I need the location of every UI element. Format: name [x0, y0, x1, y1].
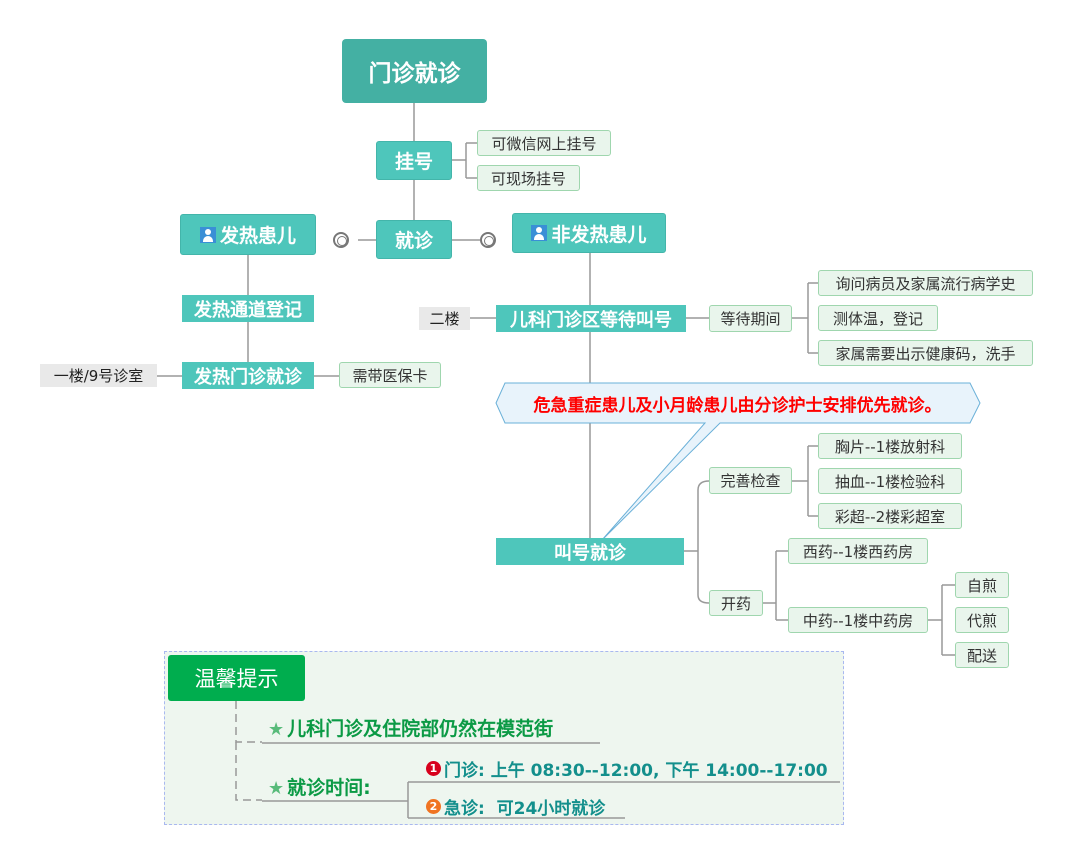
hours-outpatient-text: 门诊: 上午 08:30--12:00, 下午 14:00--17:00 [444, 761, 828, 781]
exam-item[interactable]: 抽血--1楼检验科 [818, 468, 962, 494]
chinese-medicine-node[interactable]: 中药--1楼中药房 [788, 607, 928, 633]
floor-label[interactable]: 二楼 [419, 307, 470, 330]
fever-note-node[interactable]: 需带医保卡 [339, 362, 441, 388]
waiting-item[interactable]: 测体温，登记 [818, 305, 938, 331]
root-node[interactable]: 门诊就诊 [342, 39, 487, 103]
waiting-item[interactable]: 询问病员及家属流行病学史 [818, 270, 1033, 296]
fever-register-node[interactable]: 发热通道登记 [182, 295, 314, 322]
chinese-option[interactable]: 配送 [955, 642, 1009, 668]
person-icon [199, 226, 216, 243]
tips-boundary [164, 651, 844, 825]
collapse-right-icon[interactable] [480, 232, 496, 248]
call-node[interactable]: 叫号就诊 [496, 538, 684, 565]
wait-node[interactable]: 儿科门诊区等待叫号 [496, 305, 686, 332]
exam-item[interactable]: 胸片--1楼放射科 [818, 433, 962, 459]
person-icon [531, 225, 548, 241]
number-1-icon: 1 [426, 761, 441, 776]
fever-label: 发热患儿 [219, 225, 296, 247]
collapse-left-icon[interactable] [333, 232, 349, 248]
hours-emergency-text: 急诊: 可24小时就诊 [444, 799, 606, 819]
fever-clinic-node[interactable]: 发热门诊就诊 [182, 362, 314, 389]
waiting-item[interactable]: 家属需要出示健康码，洗手 [818, 340, 1033, 366]
nonfever-node[interactable]: 非发热患儿 [512, 213, 666, 253]
exam-node[interactable]: 完善检查 [709, 467, 792, 494]
tip-hours[interactable]: ★就诊时间: [268, 773, 371, 800]
priority-callout[interactable]: 危急重症患儿及小月龄患儿由分诊护士安排优先就诊。 [533, 395, 942, 416]
visit-node[interactable]: 就诊 [376, 220, 452, 259]
chinese-option[interactable]: 代煎 [955, 607, 1009, 633]
register-node[interactable]: 挂号 [376, 141, 452, 180]
chinese-option[interactable]: 自煎 [955, 572, 1009, 598]
medicine-node[interactable]: 开药 [709, 590, 763, 616]
exam-item[interactable]: 彩超--2楼彩超室 [818, 503, 962, 529]
tip-location[interactable]: ★儿科门诊及住院部仍然在模范街 [268, 714, 553, 741]
western-medicine-node[interactable]: 西药--1楼西药房 [788, 538, 928, 564]
number-2-icon: 2 [426, 799, 441, 814]
waiting-period-node[interactable]: 等待期间 [709, 305, 792, 332]
tips-title[interactable]: 温馨提示 [168, 655, 305, 701]
tip-location-text: 儿科门诊及住院部仍然在模范街 [287, 718, 554, 740]
fever-location-label[interactable]: 一楼/9号诊室 [40, 364, 157, 387]
star-icon: ★ [268, 778, 285, 799]
register-option-wechat[interactable]: 可微信网上挂号 [477, 130, 611, 156]
star-icon: ★ [268, 719, 285, 740]
register-option-onsite[interactable]: 可现场挂号 [477, 165, 580, 191]
nonfever-label: 非发热患儿 [551, 223, 647, 246]
fever-node[interactable]: 发热患儿 [180, 214, 316, 255]
tip-hours-text: 就诊时间: [287, 777, 371, 799]
